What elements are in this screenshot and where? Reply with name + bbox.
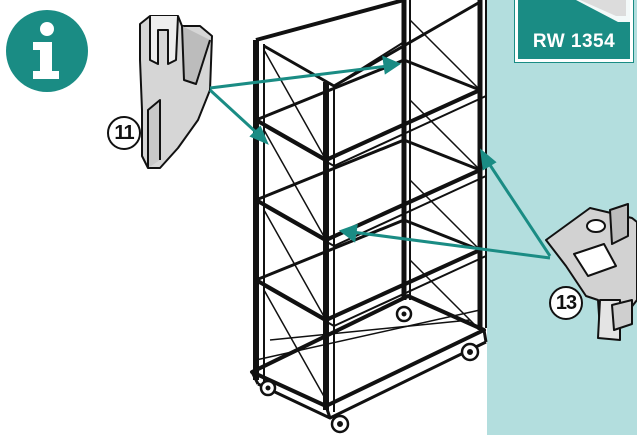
part-number-label: RW 1354 xyxy=(532,31,616,52)
rack-trolley-illustration xyxy=(250,0,488,434)
part-number-badge: RW 1354 xyxy=(515,0,633,62)
bar-graphic xyxy=(576,0,630,22)
callout-11-label: 11 xyxy=(114,121,134,144)
callout-11: 11 xyxy=(107,116,141,150)
clip-part-icon xyxy=(545,203,637,341)
callout-13: 13 xyxy=(549,286,583,320)
callout-13-label: 13 xyxy=(555,291,577,314)
bracket-part-icon xyxy=(139,15,213,169)
info-icon xyxy=(6,10,88,92)
leader-arrows xyxy=(208,55,552,260)
